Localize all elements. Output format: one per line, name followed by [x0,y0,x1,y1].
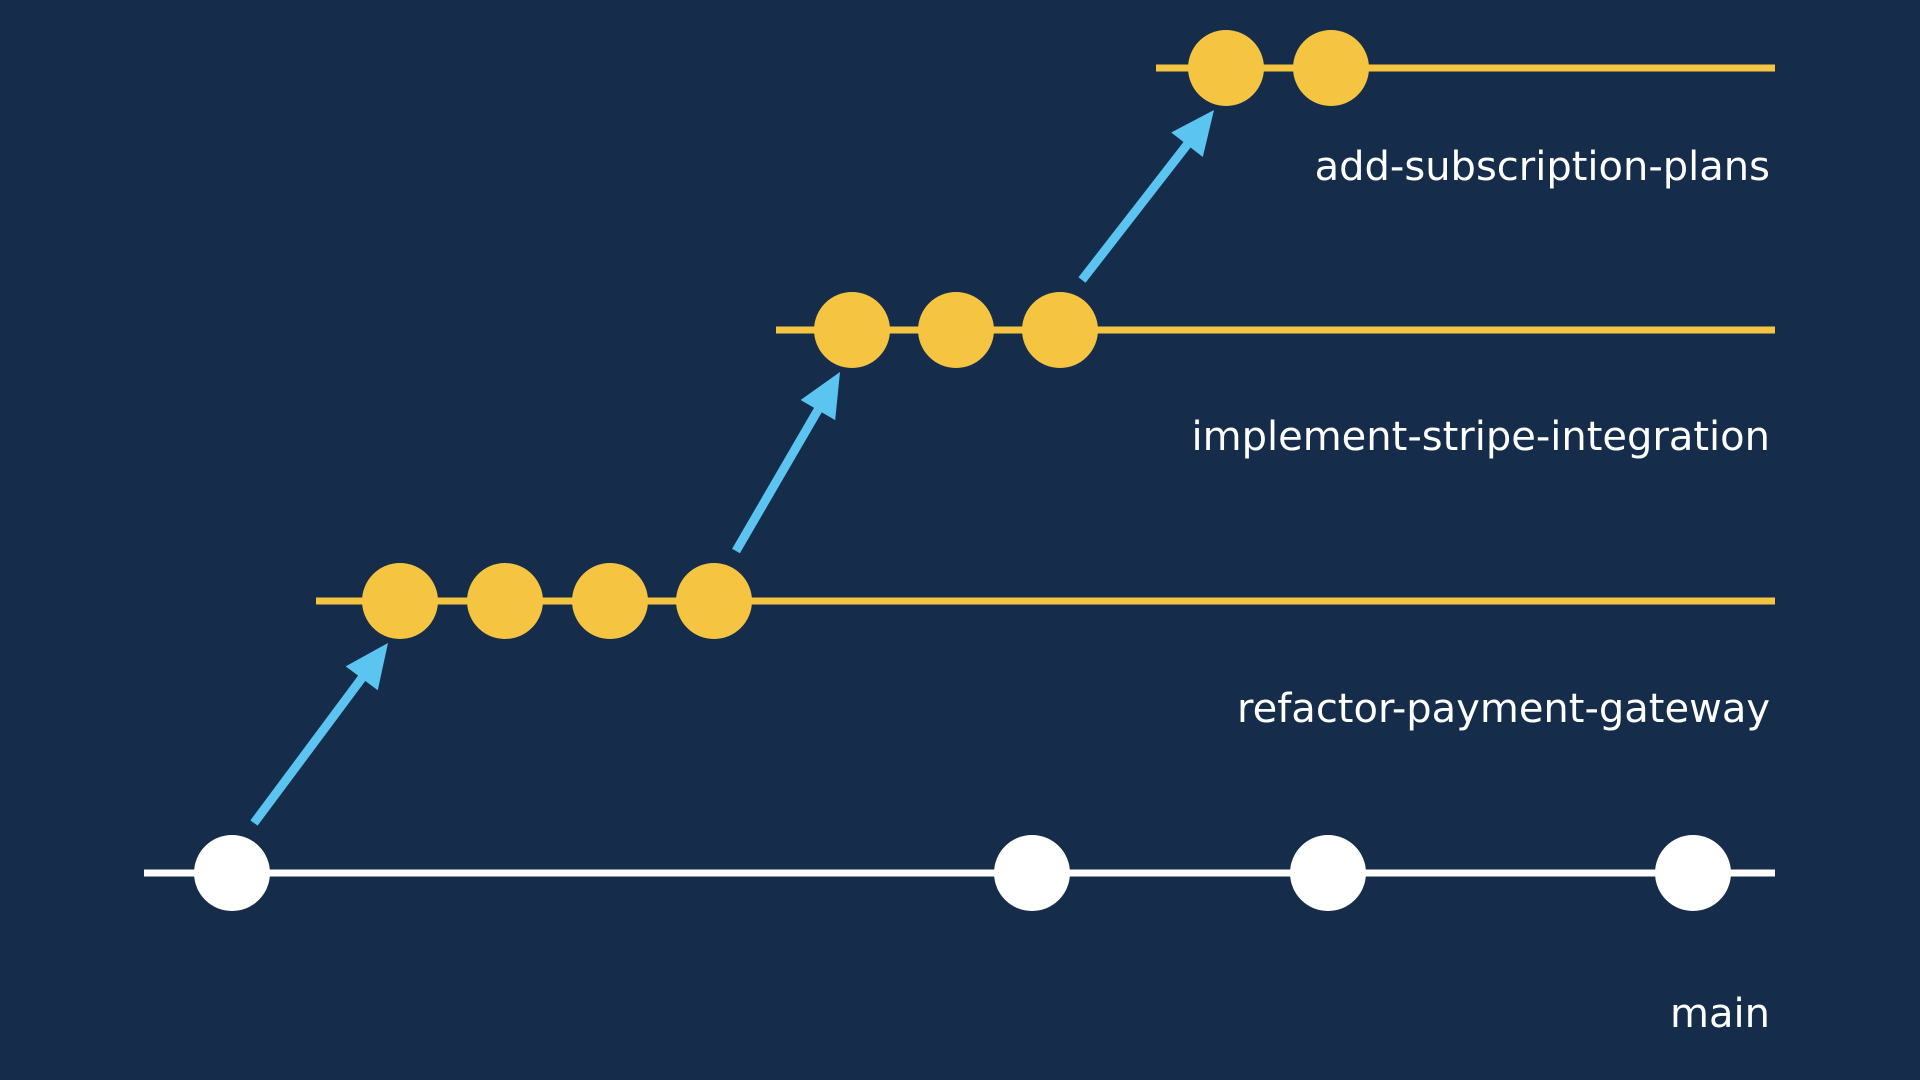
commit-node-refactor-payment-gateway-1 [362,563,438,639]
branch-label-add-subscription-plans: add-subscription-plans [1315,144,1770,190]
branch-arrow-shaft [732,404,824,554]
branch-arrow-2 [732,372,840,554]
branch-arrows [250,110,1214,826]
branch-label-main: main [1670,991,1770,1037]
commit-node-implement-stripe-integration-3 [1022,292,1098,368]
commit-node-main-2 [994,835,1070,911]
commit-node-refactor-payment-gateway-4 [676,563,752,639]
commit-node-add-subscription-plans-1 [1188,30,1264,106]
branch-arrow-head [1171,110,1214,158]
commit-node-main-3 [1290,835,1366,911]
commit-node-main-1 [194,835,270,911]
branch-label-implement-stripe-integration: implement-stripe-integration [1192,414,1770,460]
commit-node-add-subscription-plans-2 [1293,30,1369,106]
branch-label-refactor-payment-gateway: refactor-payment-gateway [1237,686,1770,732]
commit-node-refactor-payment-gateway-3 [572,563,648,639]
commit-node-implement-stripe-integration-2 [918,292,994,368]
commit-nodes [194,30,1731,911]
branch-arrow-1 [250,643,388,826]
commit-node-refactor-payment-gateway-2 [467,563,543,639]
branch-arrow-head [345,643,388,691]
branch-arrow-shaft [1078,138,1194,283]
branch-arrow-head [800,372,840,421]
branch-labels: add-subscription-plans implement-stripe-… [1192,144,1770,1037]
branch-arrow-shaft [250,672,368,826]
branch-arrow-3 [1078,110,1214,283]
commit-node-implement-stripe-integration-1 [814,292,890,368]
commit-node-main-4 [1655,835,1731,911]
